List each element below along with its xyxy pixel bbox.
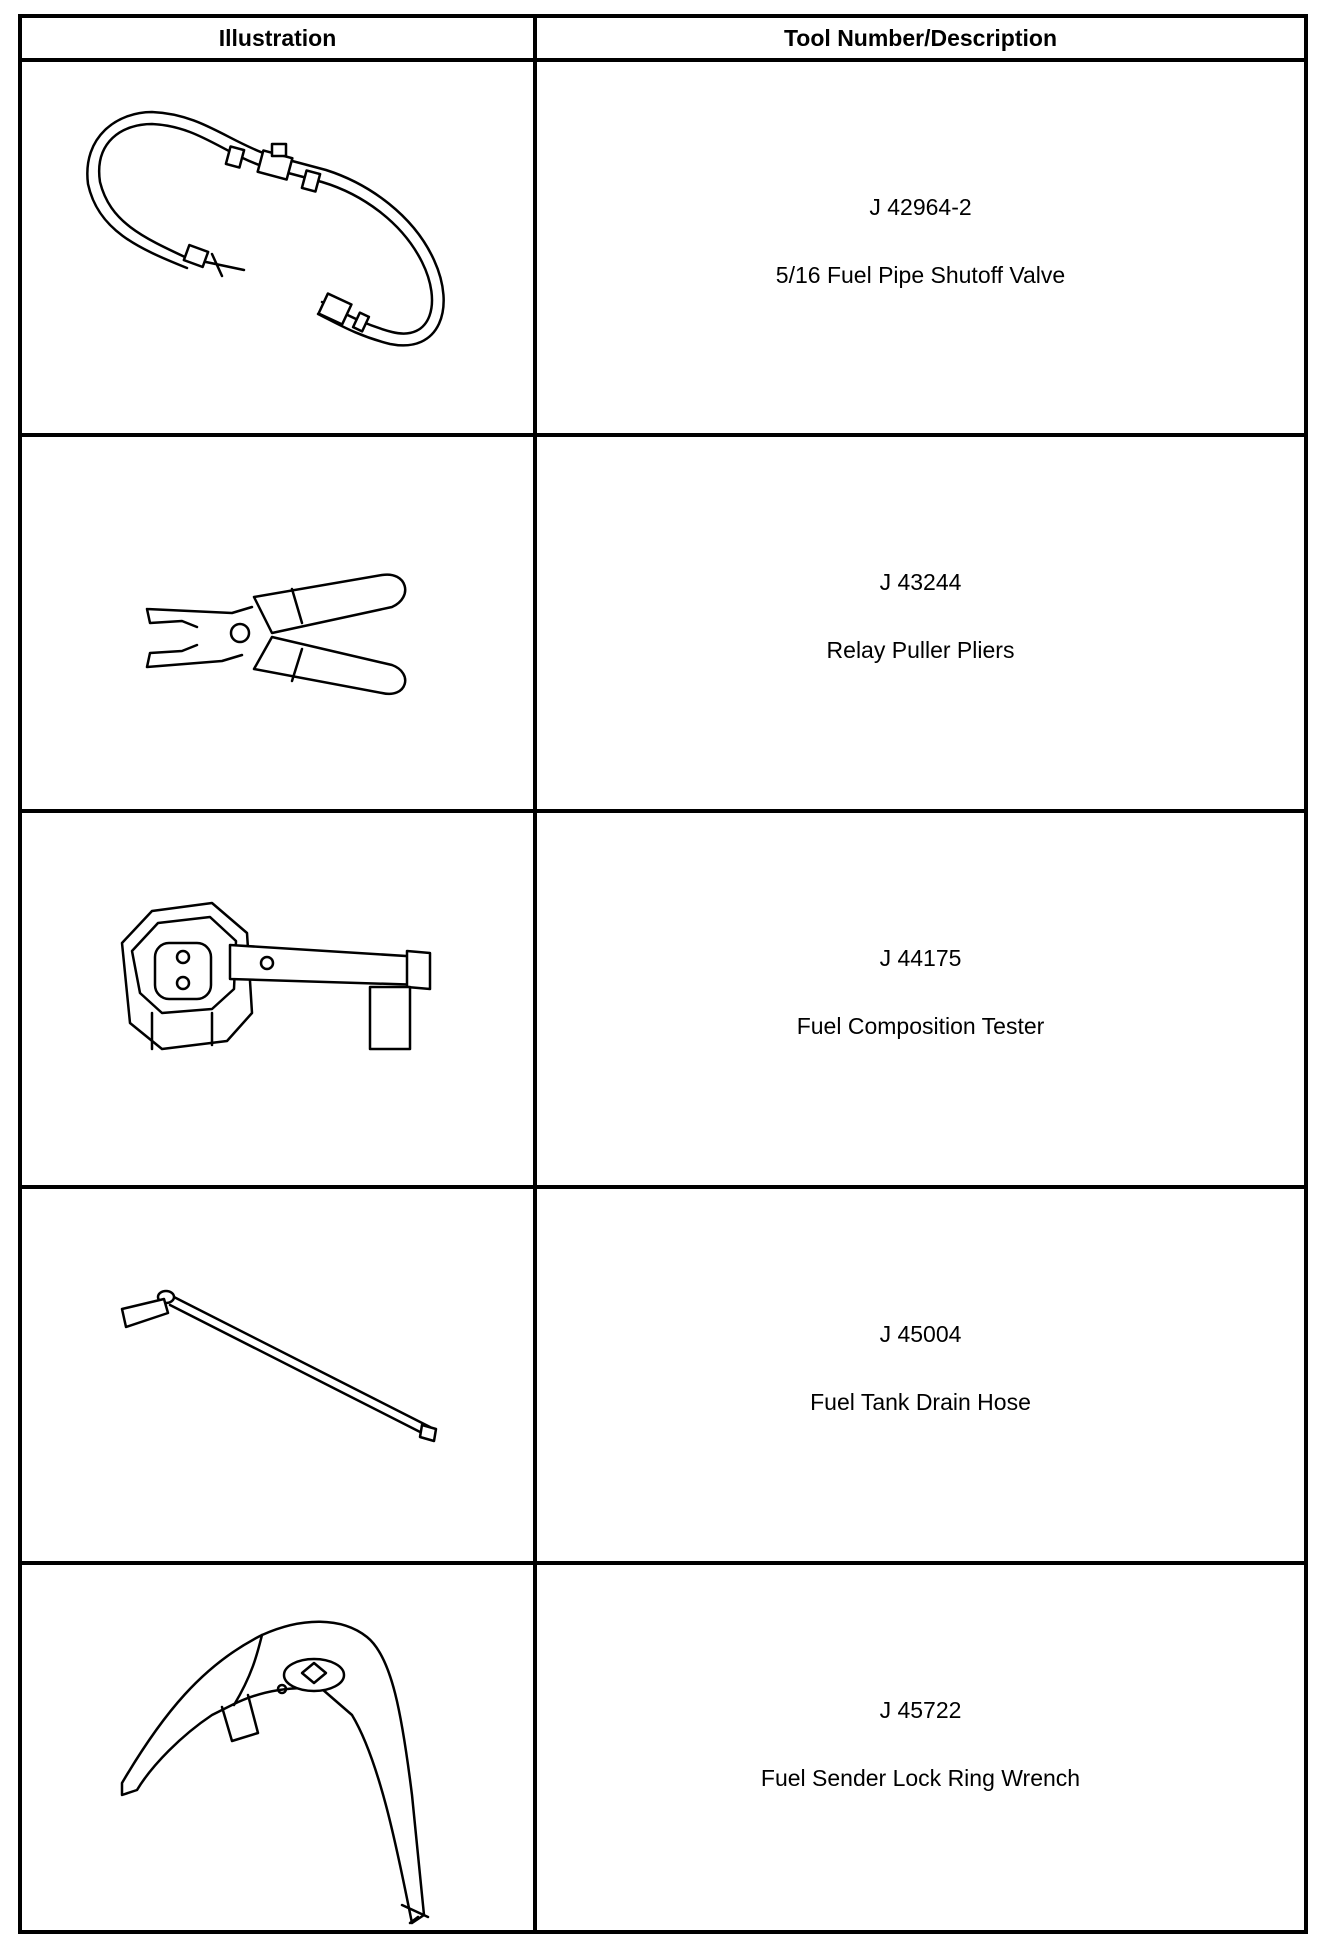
tool-description: Relay Puller Pliers xyxy=(826,637,1015,663)
tool-description: 5/16 Fuel Pipe Shutoff Valve xyxy=(775,262,1066,288)
description-cell: J 45004 Fuel Tank Drain Hose xyxy=(537,1189,1304,1561)
tool-number: J 45722 xyxy=(879,1697,962,1723)
tool-number: J 44175 xyxy=(879,945,962,971)
column-divider xyxy=(533,18,537,1930)
description-cell: J 43244 Relay Puller Pliers xyxy=(537,437,1304,809)
fuel-composition-tester-icon xyxy=(120,901,432,1051)
table-header: Illustration Tool Number/Description xyxy=(22,18,1304,62)
tool-number: J 42964-2 xyxy=(869,194,972,220)
illustration-cell xyxy=(22,813,533,1185)
description-cell: J 45722 Fuel Sender Lock Ring Wrench xyxy=(537,1565,1304,1930)
tool-description: Fuel Tank Drain Hose xyxy=(810,1389,1031,1415)
tool-number: J 45004 xyxy=(879,1321,962,1347)
tool-number: J 43244 xyxy=(879,569,962,595)
header-illustration: Illustration xyxy=(218,24,337,51)
fuel-tank-drain-hose-icon xyxy=(120,1289,438,1443)
table-row: J 45722 Fuel Sender Lock Ring Wrench xyxy=(22,1565,1304,1930)
illustration-cell xyxy=(22,1565,533,1930)
illustration-cell xyxy=(22,62,533,433)
description-cell: J 42964-2 5/16 Fuel Pipe Shutoff Valve xyxy=(537,62,1304,433)
tool-table: Illustration Tool Number/Description J 4… xyxy=(18,14,1308,1934)
relay-puller-pliers-icon xyxy=(145,573,407,696)
table-row: J 42964-2 5/16 Fuel Pipe Shutoff Valve xyxy=(22,62,1304,437)
table-row: J 43244 Relay Puller Pliers xyxy=(22,437,1304,813)
tool-description: Fuel Composition Tester xyxy=(796,1013,1045,1039)
lock-ring-wrench-icon xyxy=(120,1620,430,1925)
illustration-cell xyxy=(22,1189,533,1561)
description-cell: J 44175 Fuel Composition Tester xyxy=(537,813,1304,1185)
tool-description: Fuel Sender Lock Ring Wrench xyxy=(760,1765,1081,1791)
illustration-cell xyxy=(22,437,533,809)
header-tool-description: Tool Number/Description xyxy=(783,24,1058,51)
fuel-pipe-shutoff-valve-icon xyxy=(86,110,445,347)
table-row: J 44175 Fuel Composition Tester xyxy=(22,813,1304,1189)
table-row: J 45004 Fuel Tank Drain Hose xyxy=(22,1189,1304,1565)
